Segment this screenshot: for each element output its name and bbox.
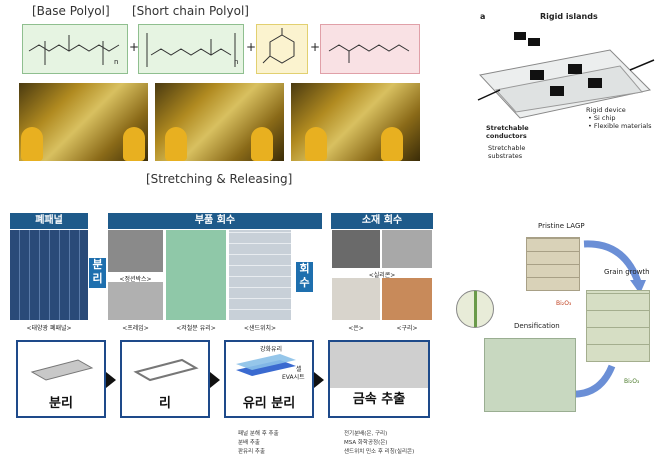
pristine-cube (526, 237, 580, 291)
caption-frame: <프레임> (122, 325, 149, 332)
tag-tempered-glass: 강화유리 (260, 346, 283, 353)
label-bi2o3-bottom: Bi₂O₃ (624, 378, 640, 385)
frame-sketch (133, 358, 199, 382)
box-label-metal: 금속 추출 (352, 392, 406, 407)
bullet-si-chip: • Si chip (588, 114, 616, 122)
box-label-separation: 분리 (49, 396, 73, 411)
plus-3: + (310, 40, 321, 54)
silicon-chunks-photo (382, 230, 432, 268)
caption-solar-panel: <태양광 폐패널> (26, 325, 72, 332)
metal-machine-photo (330, 342, 428, 388)
arrow-separation: 분 리 (89, 258, 106, 288)
header-parts-recovery: 부품 회수 (108, 213, 322, 229)
note-right-1: 전기분배(은, 구리) (344, 431, 388, 437)
acrylate-svg (328, 44, 410, 63)
stretch-cond-1: Stretchable (486, 124, 529, 132)
note-left-1: 패널 분해 후 추출 (238, 431, 279, 437)
box-label-2: 리 (159, 396, 171, 411)
note-right-3: 샌드위치 민소 후 리칭(실리콘) (344, 449, 415, 455)
zoom-inset (456, 290, 494, 328)
base-polyol-structure (22, 24, 128, 74)
plus-2: + (246, 40, 257, 54)
process-box-separation: 분리 (16, 340, 106, 418)
acrylate-structure (320, 24, 420, 74)
header-waste-panel: 폐패널 (10, 213, 88, 229)
process-box-2: 리 (120, 340, 210, 418)
base-polyol-svg (28, 35, 120, 65)
silver-photo (332, 278, 380, 320)
process-box-metal: 금속 추출 (328, 340, 430, 418)
caption-silicon: <실리콘> (368, 272, 396, 279)
rigid-islands-label: Rigid islands (540, 12, 598, 21)
caption-junction-box: <정션박스> (119, 276, 152, 283)
flow-arrow-1 (106, 372, 116, 388)
arrow-recovery: 회 수 (296, 262, 313, 292)
glove-right-1 (123, 127, 145, 161)
arrow-sep-char2: 리 (92, 272, 103, 285)
glass-photo (166, 230, 226, 320)
isophorone-structure (256, 24, 308, 74)
plus-1: + (129, 40, 140, 54)
box-label-glass: 유리 분리 (242, 396, 296, 411)
glass-layers-sketch (236, 354, 296, 376)
tag-eva-sheet: EVA시트 (282, 374, 305, 381)
note-left-2: 분배 추출 (238, 440, 260, 446)
note-left-3: 판유리 추출 (238, 449, 266, 455)
short-chain-svg (146, 33, 236, 67)
stretch-sub-1: Stretchable (488, 144, 526, 152)
glove-right-2 (251, 127, 273, 161)
panel-letter-a: a (480, 12, 486, 21)
flow-arrow-3 (314, 372, 324, 388)
copper-photo (382, 278, 432, 320)
stretch-photo-2 (155, 83, 284, 161)
n-subscript-1: n (114, 58, 119, 66)
n-subscript-2: n (234, 58, 239, 66)
short-chain-polyol-structure (138, 24, 244, 74)
ring-svg (262, 28, 295, 64)
glove-left-1 (21, 127, 43, 161)
separation-sketch (30, 359, 94, 381)
label-base-polyol: [Base Polyol] (32, 4, 110, 18)
glove-right-3 (381, 127, 403, 161)
junction-box-photo (108, 230, 163, 272)
solar-panel-photo (10, 230, 88, 320)
label-short-chain-polyol: [Short chain Polyol] (132, 4, 249, 18)
label-bi2o3-top: Bi₂O₃ (556, 300, 572, 307)
rigid-islands-diagram (477, 32, 655, 119)
grain-growth-arrow (583, 240, 646, 294)
flow-arrow-2 (210, 372, 220, 388)
arrow-rec-char1: 회 (299, 262, 310, 275)
grown-cube (586, 290, 650, 362)
label-densification: Densification (514, 322, 560, 330)
frame-photo (108, 282, 163, 320)
stretch-photo-1 (19, 83, 148, 161)
rigid-device-label: Rigid device (586, 106, 626, 114)
arrow-rec-char2: 수 (299, 276, 310, 289)
stretch-caption: [Stretching & Releasing] (146, 172, 293, 186)
inset-grain-boundary (474, 291, 477, 327)
stretch-cond-2: conductors (486, 132, 527, 140)
bullet-flexible: • Flexible materials (588, 122, 652, 130)
caption-sandwich: <샌드위치> (243, 325, 277, 332)
caption-glass: <저철분 유리> (176, 325, 216, 332)
glove-left-2 (165, 127, 187, 161)
caption-copper: <구리> (396, 325, 418, 332)
label-pristine-lagp: Pristine LAGP (538, 222, 585, 230)
sandwich-photo (229, 230, 291, 320)
caption-silver: <은> (348, 325, 364, 332)
glove-left-3 (305, 127, 327, 161)
stretch-photo-3 (291, 83, 420, 161)
label-grain-growth: Grain growth (604, 268, 650, 276)
dense-cube (484, 338, 576, 412)
note-right-2: MSA 화학공정(은) (344, 440, 388, 446)
silicon-powder-photo (332, 230, 380, 268)
header-material-recovery: 소재 회수 (331, 213, 433, 229)
tag-cell: 셀 (296, 366, 302, 373)
stretch-sub-2: substrates (488, 152, 523, 160)
arrow-sep-char1: 분 (92, 258, 103, 271)
process-box-glass: 강화유리 셀 EVA시트 유리 분리 (224, 340, 314, 418)
